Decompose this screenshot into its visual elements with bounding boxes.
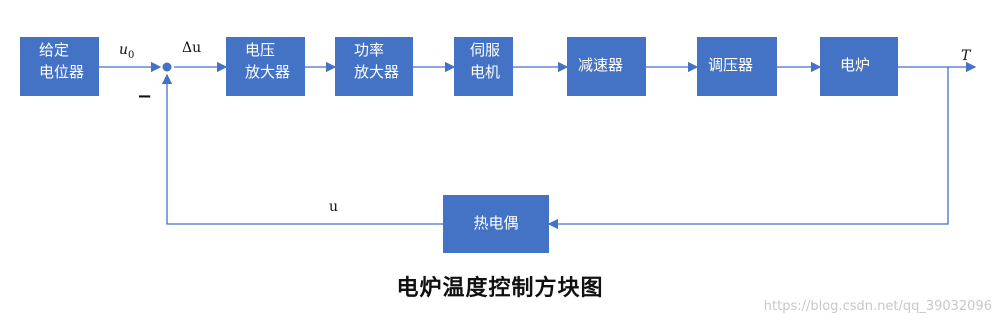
block-furnace-label: 电炉 bbox=[840, 56, 871, 74]
block-voltage-amplifier-line1: 电压 bbox=[245, 41, 276, 59]
block-power-amplifier: 功率 放大器 bbox=[335, 37, 413, 96]
block-power-amplifier-line1: 功率 bbox=[354, 41, 385, 59]
feedback-path-to-thermocouple bbox=[547, 67, 949, 230]
block-reducer-label: 减速器 bbox=[578, 56, 624, 74]
block-potentiometer-line1: 给定 bbox=[39, 41, 70, 59]
block-potentiometer: 给定 电位器 bbox=[20, 37, 99, 96]
block-servo-motor-line1: 伺服 bbox=[470, 41, 501, 59]
watermark: https://blog.csdn.net/qq_39032096 bbox=[763, 299, 992, 314]
signal-feedback-u: u bbox=[329, 199, 339, 215]
block-voltage-amplifier-line2: 放大器 bbox=[245, 63, 291, 81]
summing-junction bbox=[162, 62, 172, 72]
block-regulator-label: 调压器 bbox=[708, 56, 754, 74]
block-thermocouple: 热电偶 bbox=[443, 195, 549, 253]
minus-sign: − bbox=[137, 86, 153, 107]
block-thermocouple-label: 热电偶 bbox=[473, 214, 519, 232]
signal-u0: u0 bbox=[119, 42, 134, 61]
block-reducer: 减速器 bbox=[567, 37, 646, 96]
block-servo-motor: 伺服 电机 bbox=[454, 37, 513, 96]
block-servo-motor-line2: 电机 bbox=[470, 63, 501, 81]
signal-output-t-text: T bbox=[961, 48, 971, 64]
signal-u0-subscript: 0 bbox=[128, 49, 135, 61]
block-regulator: 调压器 bbox=[697, 37, 777, 96]
feedback-path-to-summing bbox=[161, 73, 443, 225]
block-voltage-amplifier: 电压 放大器 bbox=[226, 37, 305, 96]
signal-u0-base: u bbox=[119, 42, 129, 58]
block-power-amplifier-line2: 放大器 bbox=[354, 63, 400, 81]
signal-output-t: T bbox=[961, 48, 970, 64]
signal-delta-u: Δu bbox=[182, 40, 202, 56]
block-furnace: 电炉 bbox=[820, 37, 898, 96]
diagram-title: 电炉温度控制方块图 bbox=[396, 276, 604, 301]
block-potentiometer-line2: 电位器 bbox=[39, 63, 85, 81]
